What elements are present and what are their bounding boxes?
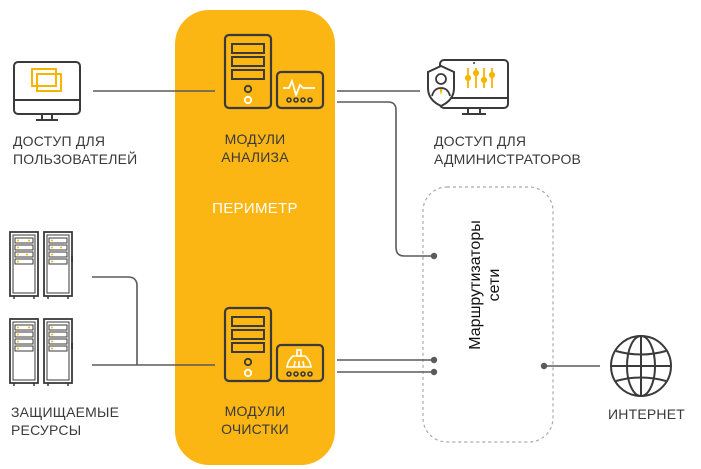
perimeter-zone xyxy=(175,10,335,465)
users-label: ДОСТУП ДЛЯ ПОЛЬЗОВАТЕЛЕЙ xyxy=(13,132,137,168)
connector-resources-top xyxy=(92,276,138,365)
users-label-line1: ДОСТУП ДЛЯ xyxy=(13,133,106,149)
admins-label-line2: АДМИНИСТРАТОРОВ xyxy=(434,151,582,167)
resources-label: ЗАЩИЩАЕМЫЕ РЕСУРСЫ xyxy=(11,403,119,439)
connector-dots xyxy=(430,252,548,376)
admins-label: ДОСТУП ДЛЯ АДМИНИСТРАТОРОВ xyxy=(434,132,581,168)
admins-label-line1: ДОСТУП ДЛЯ xyxy=(434,133,527,149)
resources-label-line2: РЕСУРСЫ xyxy=(11,422,82,438)
connectors xyxy=(92,90,600,373)
cleaning-label-line2: ОЧИСТКИ xyxy=(221,421,289,437)
cleaning-label: МОДУЛИ ОЧИСТКИ xyxy=(205,402,305,438)
internet-label-text: ИНТЕРНЕТ xyxy=(608,406,686,422)
server-rack-icon xyxy=(9,231,73,386)
internet-label: ИНТЕРНЕТ xyxy=(608,405,685,423)
resources-label-line1: ЗАЩИЩАЕМЫЕ xyxy=(11,404,120,420)
server-waveform-icon xyxy=(223,33,325,110)
perimeter-label: ПЕРИМЕТР xyxy=(212,200,298,217)
server-broom-icon xyxy=(223,306,325,383)
routers-label-line1: Маршрутизаторы xyxy=(467,220,484,350)
analysis-label: МОДУЛИ АНАЛИЗА xyxy=(205,130,305,166)
routers-zone xyxy=(422,186,554,443)
cleaning-label-line1: МОДУЛИ xyxy=(224,403,286,419)
monitor-windows-icon xyxy=(13,61,81,121)
analysis-label-line2: АНАЛИЗА xyxy=(221,149,289,165)
analysis-label-line1: МОДУЛИ xyxy=(224,131,286,147)
routers-label-line2: сети xyxy=(486,268,503,302)
globe-icon xyxy=(610,335,672,397)
routers-label: Маршрутизаторы сети xyxy=(466,200,506,370)
connector-analysis-routers xyxy=(337,101,434,257)
users-label-line2: ПОЛЬЗОВАТЕЛЕЙ xyxy=(13,151,138,167)
admin-monitor-sliders-icon xyxy=(427,59,509,115)
